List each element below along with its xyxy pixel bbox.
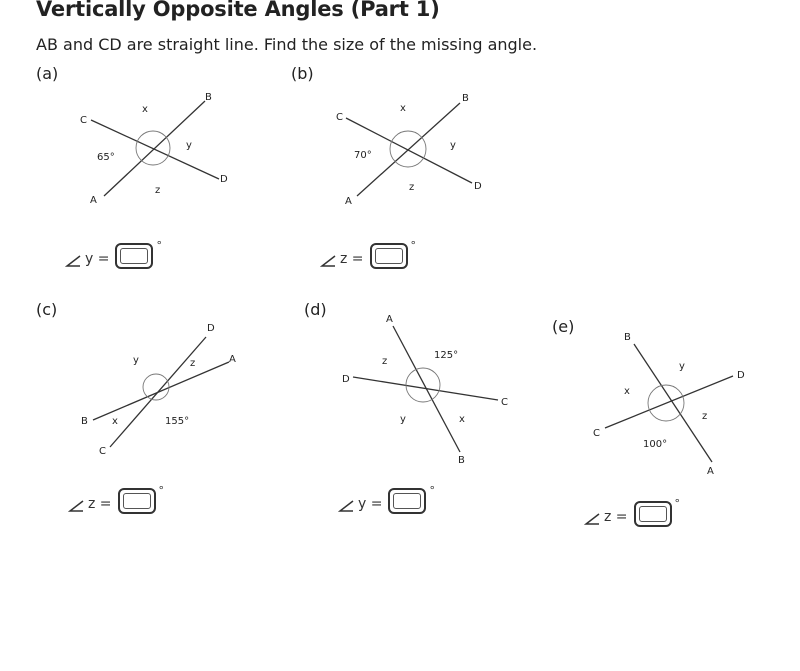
given-angle-e: 100°: [643, 439, 667, 450]
answer-box-a[interactable]: [115, 243, 154, 269]
line-ba-e: [633, 343, 713, 463]
var-x-e: x: [624, 386, 630, 397]
answer-row-a: y = °: [65, 239, 162, 279]
given-angle-c: 155°: [165, 416, 189, 427]
diagram-d: [352, 325, 499, 453]
point-c-b: C: [336, 112, 343, 123]
var-x-c: x: [112, 416, 118, 427]
answer-var-c: z =: [88, 496, 112, 512]
point-b-c: B: [81, 416, 88, 427]
worksheet-title: Vertically Opposite Angles (Part 1): [36, 0, 440, 21]
point-b-a: B: [205, 92, 212, 103]
point-a-e: A: [707, 466, 714, 477]
problem-b-label: (b): [291, 64, 314, 83]
degree-symbol-c: °: [158, 484, 165, 497]
answer-box-b[interactable]: [369, 243, 408, 269]
var-y-c: y: [133, 355, 139, 366]
angle-arc-d: [405, 367, 441, 403]
angle-symbol-icon: [320, 255, 336, 267]
given-angle-a: 65°: [97, 152, 115, 163]
line-ab-a: [103, 100, 206, 197]
point-c-a: C: [80, 115, 87, 126]
diagram-a: [90, 100, 220, 197]
answer-var-b: z =: [340, 251, 364, 267]
var-x-b: x: [400, 103, 406, 114]
var-z-c: z: [190, 358, 195, 369]
angle-symbol-icon: [68, 500, 84, 512]
point-d-d: D: [342, 374, 350, 385]
problem-a-label: (a): [36, 64, 59, 83]
point-b-d: B: [458, 455, 465, 466]
degree-symbol-a: °: [156, 239, 162, 252]
point-a-a: A: [90, 195, 97, 206]
var-z-e: z: [702, 411, 707, 422]
var-y-a: y: [186, 140, 192, 151]
var-y-d: y: [400, 414, 406, 425]
answer-row-c: z = °: [68, 484, 164, 524]
line-dc-d: [352, 376, 499, 401]
given-angle-d: 125°: [434, 350, 458, 361]
point-d-e: D: [737, 370, 745, 381]
instruction-text: AB and CD are straight line. Find the si…: [36, 35, 538, 54]
var-z-b: z: [409, 182, 414, 193]
point-d-a: D: [220, 174, 228, 185]
angle-arc-e: [647, 384, 685, 422]
answer-box-c[interactable]: [117, 488, 156, 514]
point-c-d: C: [501, 397, 508, 408]
angle-arc-a: [135, 130, 171, 166]
angle-symbol-icon: [338, 500, 354, 512]
point-b-e: B: [624, 332, 631, 343]
line-cd-b: [345, 117, 473, 184]
point-a-d: A: [386, 314, 393, 325]
angle-symbol-icon: [65, 255, 81, 267]
diagram-c: [92, 336, 230, 448]
answer-var-d: y =: [358, 496, 383, 512]
problem-d-label: (d): [304, 300, 327, 319]
answer-row-b: z = °: [320, 239, 416, 279]
answer-row-e: z = °: [584, 497, 680, 537]
line-ab-b: [356, 102, 461, 197]
point-d-b: D: [474, 181, 482, 192]
answer-box-d[interactable]: [388, 488, 427, 514]
var-x-d: x: [459, 414, 465, 425]
line-cd-c: [109, 336, 207, 448]
degree-symbol-d: °: [429, 484, 435, 497]
angle-arc-c: [142, 373, 170, 401]
var-y-b: y: [450, 140, 456, 151]
angle-symbol-icon: [584, 513, 600, 525]
degree-symbol-b: °: [410, 239, 417, 252]
point-a-c: A: [229, 354, 236, 365]
point-a-b: A: [345, 196, 352, 207]
answer-var-a: y =: [85, 251, 110, 267]
point-d-c: D: [207, 323, 215, 334]
diagram-e: [604, 343, 734, 463]
answer-var-e: z =: [604, 509, 628, 525]
answer-row-d: y = °: [338, 484, 435, 524]
line-cd-a: [90, 119, 220, 180]
var-z-d: z: [382, 356, 387, 367]
answer-box-e[interactable]: [633, 501, 672, 527]
given-angle-b: 70°: [354, 150, 372, 161]
var-z-a: z: [155, 185, 160, 196]
var-x-a: x: [142, 104, 148, 115]
point-b-b: B: [462, 93, 469, 104]
problem-c-label: (c): [36, 300, 58, 319]
diagram-b: [345, 102, 473, 197]
degree-symbol-e: °: [674, 497, 681, 510]
problem-e-label: (e): [552, 317, 575, 336]
line-cd-e: [604, 375, 734, 429]
line-ba-c: [92, 361, 230, 421]
angle-arc-b: [389, 130, 427, 168]
var-y-e: y: [679, 361, 685, 372]
point-c-e: C: [593, 428, 600, 439]
point-c-c: C: [99, 446, 106, 457]
